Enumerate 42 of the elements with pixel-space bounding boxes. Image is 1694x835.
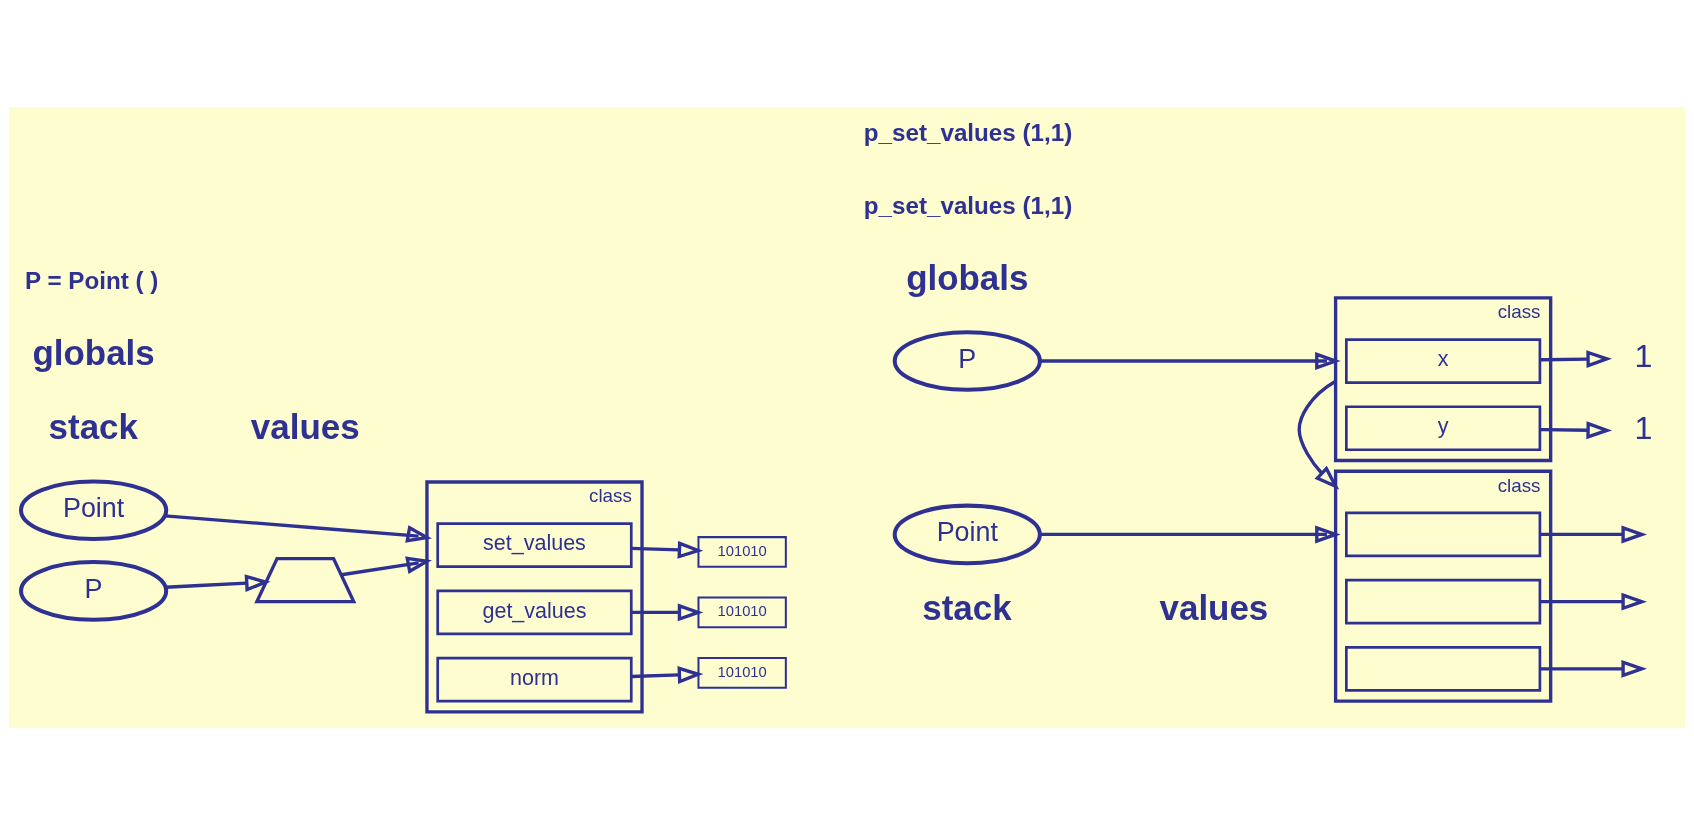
label: p_set_values (1,1) [863,119,1073,147]
arrow [341,556,432,577]
arrow [1540,592,1647,611]
node-ellipse: P [892,330,1042,392]
arrow [165,574,271,593]
arrow [1540,350,1612,369]
label: p_set_values (1,1) [863,191,1073,219]
node-box [1345,646,1542,692]
node-box: x [1345,338,1542,384]
node-box: 101010 [697,596,787,629]
label: values [1159,587,1269,627]
label: globals [32,333,155,373]
node-ellipse: Point [19,479,169,542]
node-box: get_values [436,589,633,636]
label: values [250,407,360,447]
node-box [1345,578,1542,625]
node-box: norm [436,656,633,703]
arrow [631,603,704,622]
node-box: y [1345,405,1542,452]
node-box [1345,511,1542,558]
arrow [1540,421,1612,440]
label: stack [922,587,1012,627]
node-ellipse: Point [892,503,1042,566]
label: stack [48,407,138,447]
arrow [631,666,704,684]
node-box: set_values [436,522,633,569]
node-trapezoid [254,556,357,604]
node-text: 1 [1634,337,1653,374]
arrow [1540,659,1647,678]
node-text: 1 [1634,410,1653,447]
label: globals [906,258,1029,298]
arrow [1040,352,1341,370]
arrow [1297,379,1340,490]
arrow [164,514,432,543]
label: P = Point ( ) [25,267,159,294]
node-ellipse: P [19,560,169,622]
arrow [631,540,704,559]
arrow [1540,525,1647,544]
node-box: 101010 [697,536,787,568]
arrow [1040,525,1341,544]
cluster: class [1333,469,1553,703]
node-box: 101010 [697,657,787,689]
